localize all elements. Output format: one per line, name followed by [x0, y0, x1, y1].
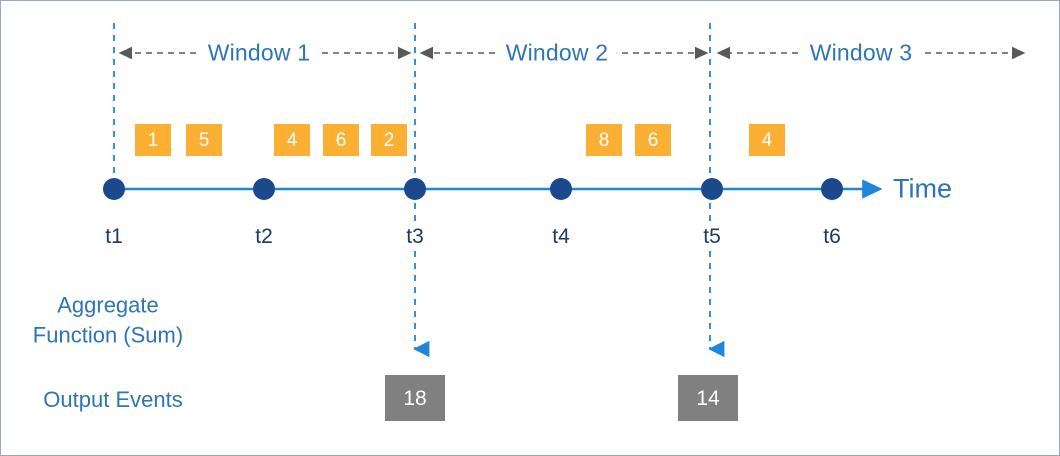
time-point-t3	[404, 178, 426, 200]
tick-label-t1: t1	[102, 225, 126, 249]
tick-label-t4: t4	[549, 225, 573, 249]
event-box: 6	[635, 124, 671, 156]
event-box: 4	[274, 124, 310, 156]
event-box: 1	[135, 124, 171, 156]
tick-label-t5: t5	[700, 225, 724, 249]
output-box: 14	[678, 375, 738, 421]
event-box: 6	[323, 124, 359, 156]
event-box: 4	[749, 124, 785, 156]
window-label-3: Window 3	[801, 39, 921, 67]
window-label-1: Window 1	[199, 39, 319, 67]
event-box: 8	[586, 124, 622, 156]
event-box: 2	[371, 124, 407, 156]
time-point-t4	[550, 178, 572, 200]
output-events-caption: Output Events	[43, 387, 183, 413]
time-point-t2	[253, 178, 275, 200]
time-axis	[103, 178, 883, 200]
time-point-t6	[821, 178, 843, 200]
output-box: 18	[385, 375, 445, 421]
tick-label-t3: t3	[403, 225, 427, 249]
time-point-t1	[103, 178, 125, 200]
time-point-t5	[701, 178, 723, 200]
time-axis-label: Time	[893, 173, 952, 204]
tick-label-t6: t6	[820, 225, 844, 249]
window-label-2: Window 2	[497, 39, 617, 67]
window-boundary-lines	[113, 23, 725, 358]
tick-label-t2: t2	[252, 225, 276, 249]
event-box: 5	[186, 124, 222, 156]
aggregate-function-caption: Aggregate Function (Sum)	[32, 292, 184, 347]
